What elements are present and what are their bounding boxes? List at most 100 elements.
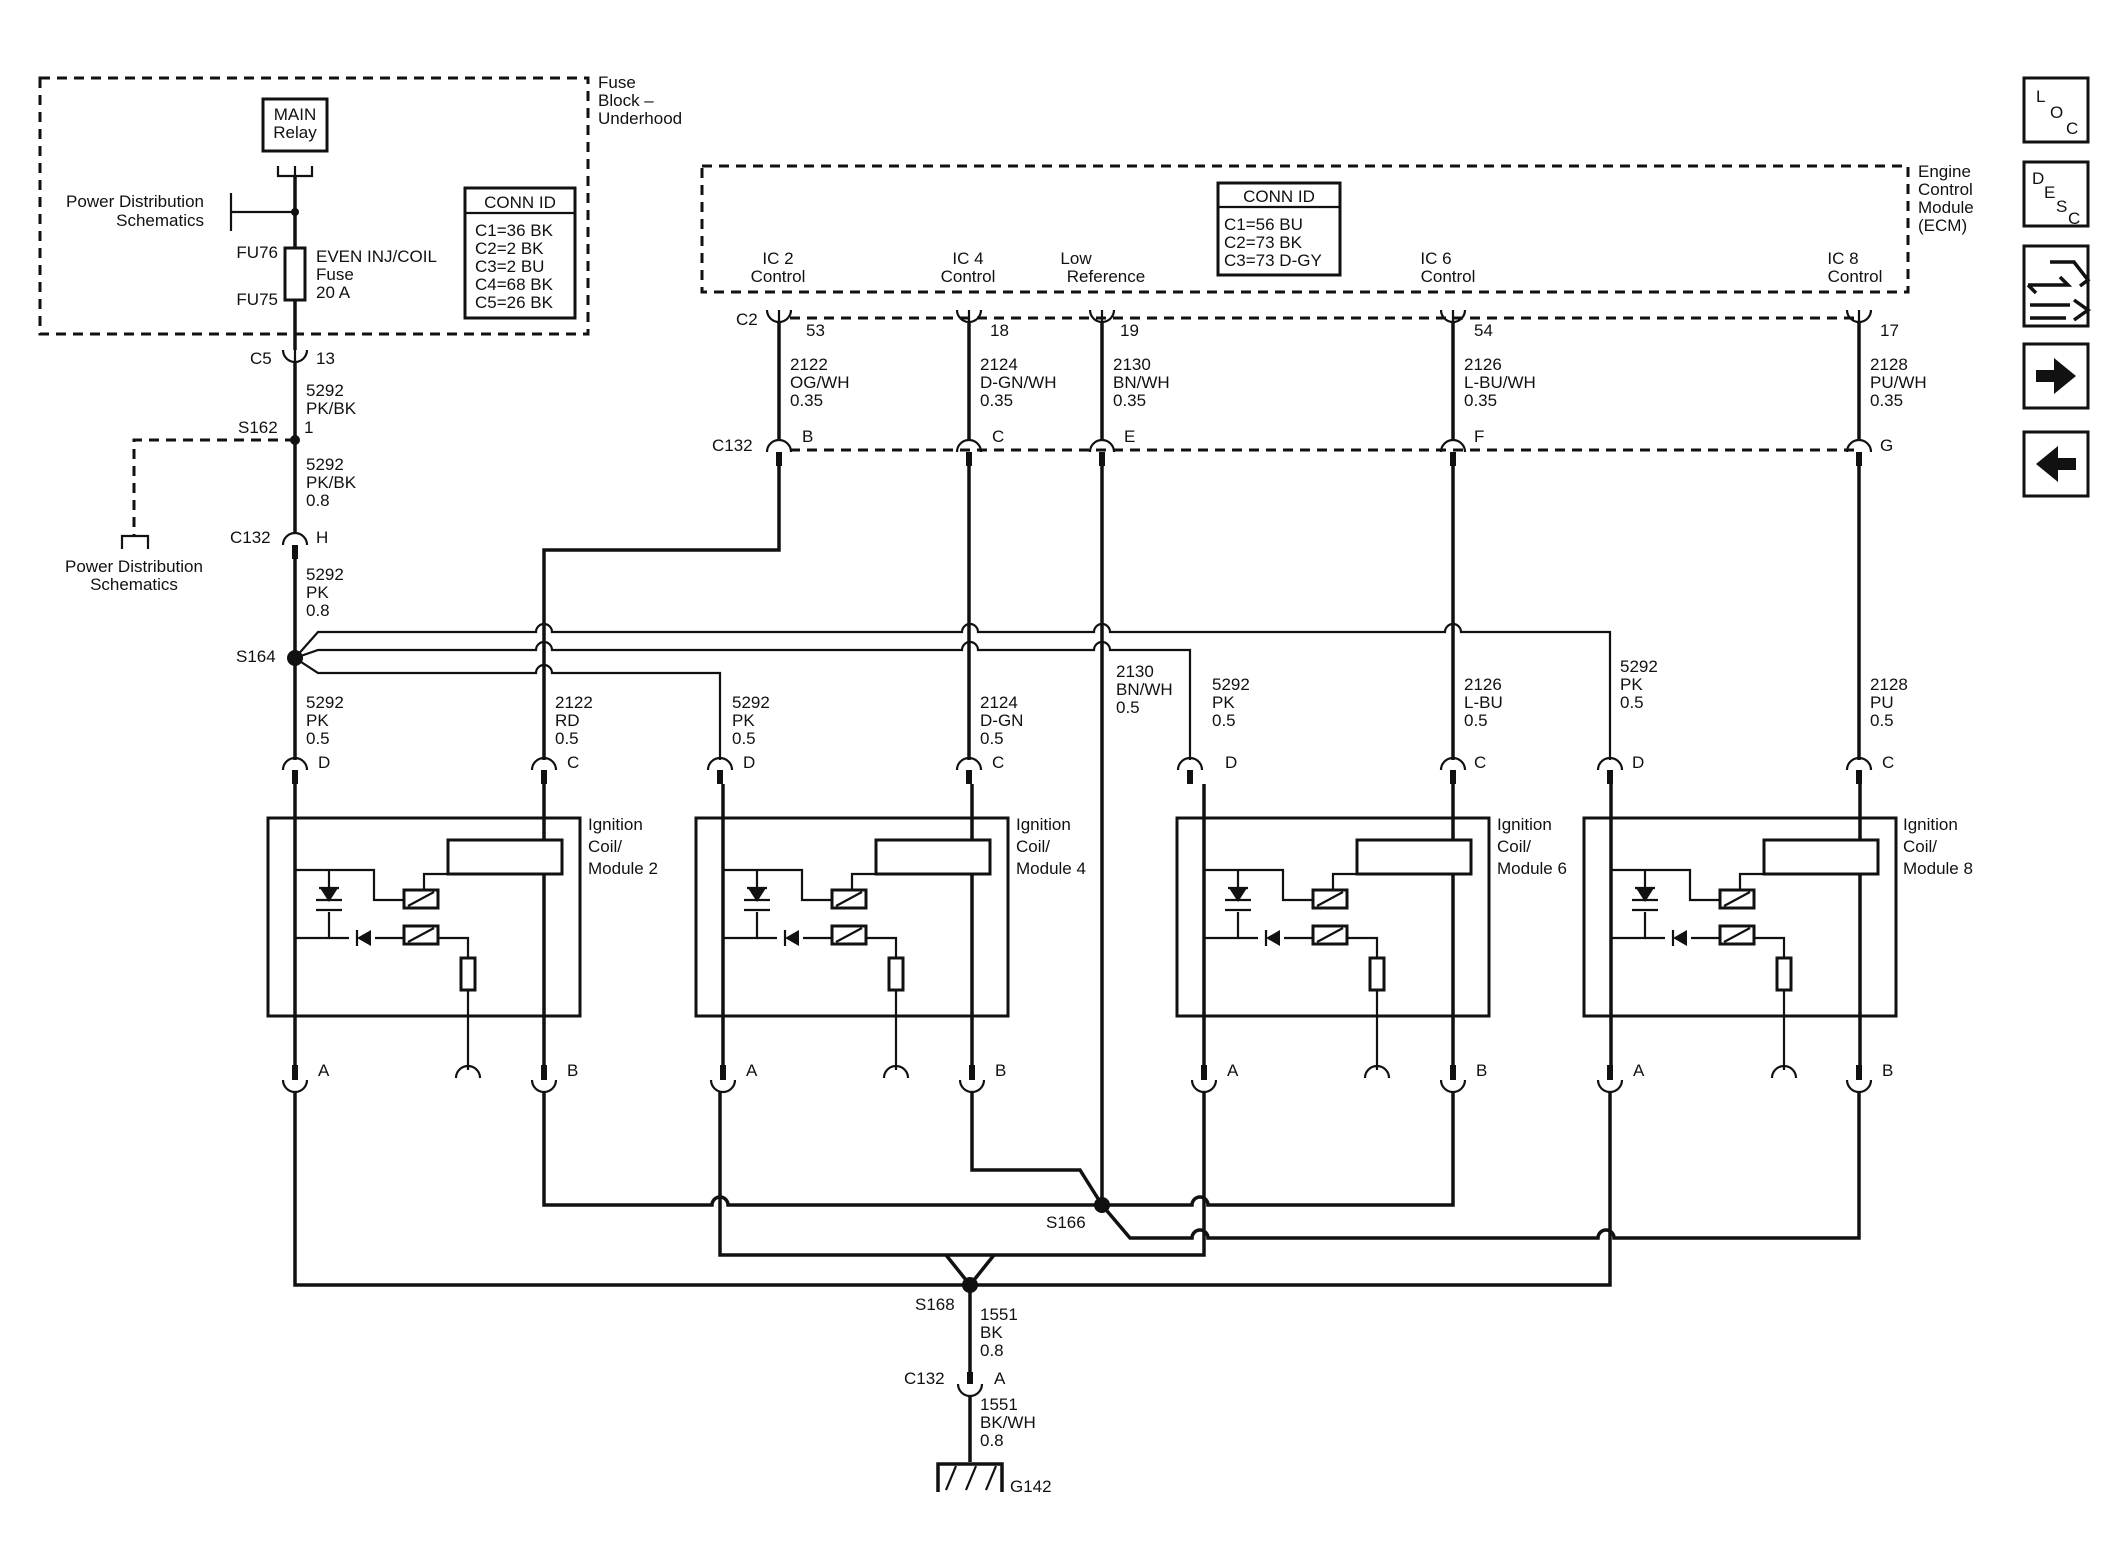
svg-text:C132: C132 <box>230 528 271 547</box>
svg-text:Module 4: Module 4 <box>1016 859 1086 878</box>
svg-text:0.5: 0.5 <box>1116 698 1140 717</box>
power-feed: C5 13 5292 PK/BK S162 1 Power Distributi… <box>65 349 357 660</box>
coil-top-wire-labels: 5292 PK 0.5 2122 RD 0.5 5292 PK 0.5 2124… <box>306 657 1908 748</box>
svg-text:0.35: 0.35 <box>1870 391 1903 410</box>
svg-text:1551: 1551 <box>980 1395 1018 1414</box>
svg-text:L-BU: L-BU <box>1464 693 1503 712</box>
svg-text:PK: PK <box>1620 675 1643 694</box>
svg-text:2128: 2128 <box>1870 675 1908 694</box>
next-page-button[interactable] <box>2022 342 2090 410</box>
svg-text:0.5: 0.5 <box>306 729 330 748</box>
ecm-connector-symbols <box>765 309 1873 324</box>
svg-text:2128: 2128 <box>1870 355 1908 374</box>
svg-text:Module 8: Module 8 <box>1903 859 1973 878</box>
ecm-pin-label-ic2-2: Control <box>751 267 806 286</box>
desc-letter-d: D <box>2032 169 2044 188</box>
svg-text:0.35: 0.35 <box>980 391 1013 410</box>
next-page-icon <box>2036 358 2076 394</box>
svg-text:D: D <box>1632 753 1644 772</box>
ecm-conn-id-table: CONN ID C1=56 BU C2=73 BK C3=73 D-GY <box>1216 181 1342 277</box>
svg-text:D: D <box>1225 753 1237 772</box>
svg-text:L-BU/WH: L-BU/WH <box>1464 373 1536 392</box>
svg-text:C2=73 BK: C2=73 BK <box>1224 233 1303 252</box>
svg-text:E: E <box>1124 427 1135 446</box>
svg-text:H: H <box>316 528 328 547</box>
svg-text:A: A <box>1633 1061 1645 1080</box>
svg-text:CONN ID: CONN ID <box>484 193 556 212</box>
ecm-pin-label-ic8-1: IC 8 <box>1827 249 1858 268</box>
svg-text:Ignition: Ignition <box>1903 815 1958 834</box>
svg-text:S162: S162 <box>238 418 278 437</box>
svg-text:Coil/: Coil/ <box>588 837 622 856</box>
svg-text:A: A <box>994 1369 1006 1388</box>
svg-text:Ignition: Ignition <box>588 815 643 834</box>
svg-text:B: B <box>1476 1061 1487 1080</box>
svg-text:A: A <box>746 1061 758 1080</box>
ecm-pin-19: 19 <box>1120 321 1139 340</box>
svg-text:5292: 5292 <box>306 455 344 474</box>
fuse-label-3: 20 A <box>316 283 351 302</box>
svg-text:5292: 5292 <box>306 693 344 712</box>
previous-page-icon <box>2036 446 2076 482</box>
loc-letter-c: C <box>2066 119 2078 138</box>
svg-text:PK/BK: PK/BK <box>306 473 357 492</box>
pds-label-2: Schematics <box>116 211 204 230</box>
svg-text:0.5: 0.5 <box>555 729 579 748</box>
svg-text:1551: 1551 <box>980 1305 1018 1324</box>
svg-text:0.35: 0.35 <box>790 391 823 410</box>
svg-text:0.8: 0.8 <box>306 601 330 620</box>
ecm-module: Engine Control Module (ECM) CONN ID C1=5… <box>700 162 1974 340</box>
svg-text:0.5: 0.5 <box>1464 711 1488 730</box>
ecm-pin-17: 17 <box>1880 321 1899 340</box>
desc-letter-e: E <box>2044 183 2055 202</box>
svg-text:D-GN/WH: D-GN/WH <box>980 373 1056 392</box>
c132-connector-top: C132 B C E F G <box>712 427 1893 466</box>
svg-text:PK: PK <box>306 583 329 602</box>
pds-label-1: Power Distribution <box>66 192 204 211</box>
svg-text:Coil/: Coil/ <box>1497 837 1531 856</box>
svg-text:0.5: 0.5 <box>1870 711 1894 730</box>
svg-text:C1=36 BK: C1=36 BK <box>475 221 554 240</box>
svg-text:PK: PK <box>306 711 329 730</box>
svg-text:CONN ID: CONN ID <box>1243 187 1315 206</box>
svg-text:2122: 2122 <box>790 355 828 374</box>
svg-text:C1=56 BU: C1=56 BU <box>1224 215 1303 234</box>
svg-text:C: C <box>992 427 1004 446</box>
ignition-coil-module-8 <box>1582 784 1898 1070</box>
svg-text:G: G <box>1880 436 1893 455</box>
loc-letter-o: O <box>2050 103 2063 122</box>
svg-text:Ignition: Ignition <box>1497 815 1552 834</box>
ecm-pin-label-ic2-1: IC 2 <box>762 249 793 268</box>
svg-text:BN/WH: BN/WH <box>1113 373 1170 392</box>
connector-view-icon <box>2026 260 2092 322</box>
svg-text:0.5: 0.5 <box>1620 693 1644 712</box>
description-button[interactable]: D E S C <box>2022 160 2090 228</box>
fuse-top-id: FU76 <box>236 243 278 262</box>
coil-labels: Ignition Coil/ Module 2 Ignition Coil/ M… <box>588 815 1973 878</box>
fuse-icon <box>283 246 307 302</box>
previous-page-button[interactable] <box>2022 430 2090 498</box>
svg-text:S168: S168 <box>915 1295 955 1314</box>
ecm-pin-label-ic4-2: Control <box>941 267 996 286</box>
svg-text:0.35: 0.35 <box>1464 391 1497 410</box>
svg-text:PU/WH: PU/WH <box>1870 373 1927 392</box>
svg-text:Ignition: Ignition <box>1016 815 1071 834</box>
svg-text:D-GN: D-GN <box>980 711 1023 730</box>
svg-text:0.8: 0.8 <box>980 1431 1004 1450</box>
svg-text:0.5: 0.5 <box>1212 711 1236 730</box>
svg-text:2126: 2126 <box>1464 355 1502 374</box>
svg-text:2124: 2124 <box>980 355 1018 374</box>
connector-view-button[interactable] <box>2022 244 2092 328</box>
location-button[interactable]: L O C <box>2022 76 2090 144</box>
svg-text:F: F <box>1474 427 1484 446</box>
svg-text:PK/BK: PK/BK <box>306 399 357 418</box>
svg-text:0.8: 0.8 <box>980 1341 1004 1360</box>
fuse-block-title-2: Block – <box>598 91 654 110</box>
svg-text:C: C <box>1882 753 1894 772</box>
loc-letter-l: L <box>2036 87 2045 106</box>
svg-text:C3=73 D-GY: C3=73 D-GY <box>1224 251 1322 270</box>
svg-text:D: D <box>318 753 330 772</box>
svg-text:0.5: 0.5 <box>732 729 756 748</box>
svg-text:2126: 2126 <box>1464 675 1502 694</box>
ignition-coil-module-6 <box>1175 784 1491 1070</box>
